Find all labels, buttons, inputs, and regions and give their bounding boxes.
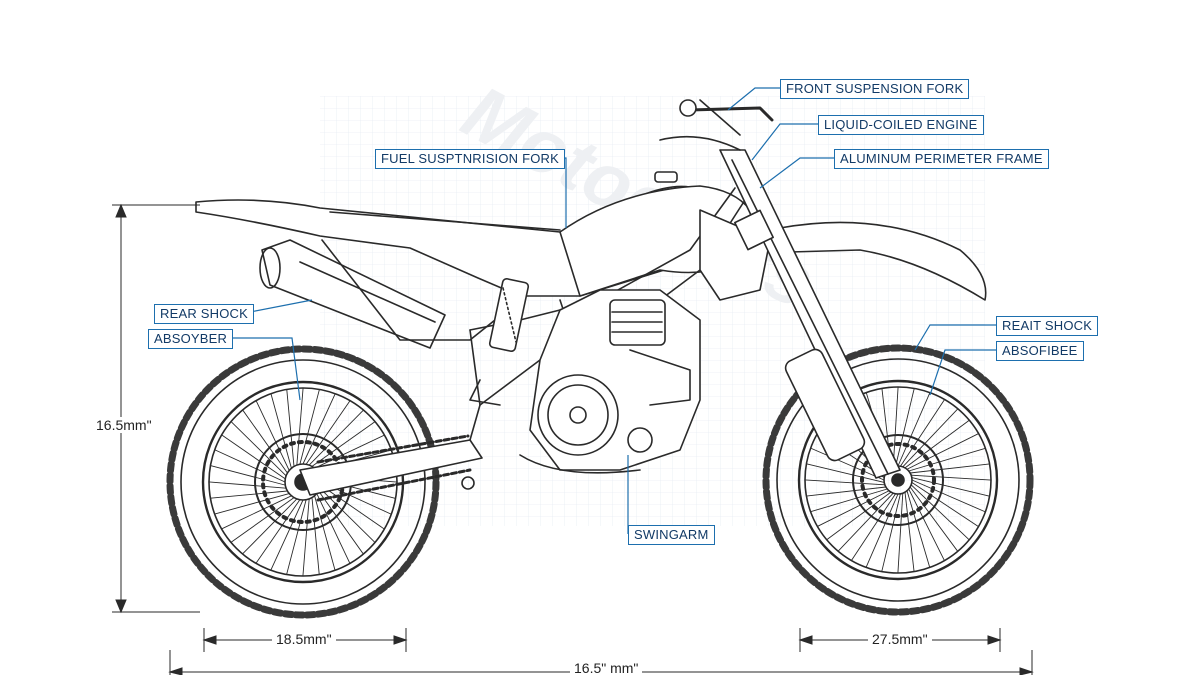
spoke xyxy=(286,499,307,576)
spoke xyxy=(320,484,385,530)
swingarm xyxy=(299,434,483,502)
spoke xyxy=(302,498,310,577)
handlebar xyxy=(659,99,774,151)
spoke xyxy=(837,492,894,552)
spoke xyxy=(242,498,298,555)
spoke xyxy=(810,447,885,481)
label-fuel-suspension-fork: FUEL SUSPTNRISION FORK xyxy=(375,149,565,169)
label-rear-shock-line2: ABSOYBER xyxy=(148,329,234,349)
spoke xyxy=(881,493,901,573)
label-liquid-cooled-engine: LIQUID-COILED ENGINE xyxy=(818,115,984,135)
spoke xyxy=(296,387,304,466)
spoke xyxy=(805,486,887,497)
spoke xyxy=(209,465,286,486)
spoke xyxy=(242,409,288,474)
spoke xyxy=(897,392,931,467)
spoke xyxy=(270,393,292,469)
spoke xyxy=(909,463,991,474)
leader-aluminum-frame xyxy=(759,157,834,189)
spoke xyxy=(805,463,885,483)
spoke xyxy=(221,434,286,480)
leader-rear-shock-2 xyxy=(244,299,313,314)
height-dimension-line xyxy=(112,203,200,614)
spoke xyxy=(314,495,336,571)
label-rear-shock-line1: REAR SHOCK xyxy=(154,304,254,324)
spoke xyxy=(909,486,959,552)
spoke xyxy=(906,433,980,470)
spoke xyxy=(911,477,991,497)
spoke xyxy=(904,419,970,469)
leader-liquid-cooled-engine xyxy=(751,123,818,161)
spoke xyxy=(230,497,295,543)
dimension-front-wheel: 27.5mm" xyxy=(868,631,932,647)
dimension-height: 16.5mm" xyxy=(92,417,156,433)
spoke xyxy=(314,434,385,469)
spoke xyxy=(911,479,986,513)
spoke xyxy=(270,499,304,571)
spoke xyxy=(810,488,888,513)
leader-rear-shock xyxy=(223,337,301,401)
spoke xyxy=(286,388,295,467)
label-front-suspension-fork: FRONT SUSPENSION FORK xyxy=(780,79,970,99)
spoke xyxy=(911,481,979,528)
spoke xyxy=(892,386,899,468)
spoke xyxy=(906,490,931,568)
spoke xyxy=(908,447,986,472)
spoke xyxy=(826,491,892,541)
spoke xyxy=(865,493,899,568)
front-fender xyxy=(779,221,987,301)
spoke xyxy=(895,387,915,467)
spoke xyxy=(899,399,946,467)
footpeg xyxy=(461,379,501,490)
leader-front-shock-2 xyxy=(914,324,1000,351)
spoke xyxy=(214,449,286,483)
dimension-rear-wheel: 18.5mm" xyxy=(272,631,336,647)
spoke xyxy=(904,491,915,573)
spoke xyxy=(902,408,959,468)
spoke xyxy=(302,393,336,465)
engine xyxy=(519,289,701,474)
spoke xyxy=(311,497,320,576)
spoke xyxy=(908,488,945,562)
exhaust-muffler xyxy=(259,239,446,349)
spoke xyxy=(299,388,320,465)
spoke xyxy=(804,479,886,486)
label-front-shock-line2: ABSOFIBEE xyxy=(996,341,1084,361)
spoke xyxy=(221,495,292,530)
spoke xyxy=(850,493,897,561)
spoke xyxy=(255,400,290,471)
spoke xyxy=(311,421,376,467)
rear-wheel xyxy=(166,345,440,619)
leader-front-shock xyxy=(929,349,1000,396)
label-aluminum-perimeter-frame: ALUMINUM PERIMETER FRAME xyxy=(834,149,1049,169)
spoke xyxy=(910,484,970,541)
spoke xyxy=(208,481,287,489)
front-brake-disc xyxy=(852,434,944,526)
spoke xyxy=(816,490,890,527)
label-front-shock-line1: REAIT SHOCK xyxy=(996,316,1099,336)
leader-front-suspension-fork xyxy=(727,87,780,111)
label-swingarm: SWINGARM xyxy=(628,525,715,545)
spoke xyxy=(305,400,351,465)
spoke xyxy=(318,490,364,555)
spoke xyxy=(209,490,288,499)
spoke xyxy=(230,421,287,477)
front-fork xyxy=(719,149,901,479)
spoke xyxy=(910,474,992,481)
dimension-overall-length: 16.5" mm" xyxy=(570,660,643,676)
rear-shock xyxy=(488,278,530,352)
spoke xyxy=(897,492,904,574)
spoke xyxy=(316,493,351,564)
spoke xyxy=(214,493,290,515)
spoke xyxy=(255,499,301,564)
spoke xyxy=(308,409,364,466)
